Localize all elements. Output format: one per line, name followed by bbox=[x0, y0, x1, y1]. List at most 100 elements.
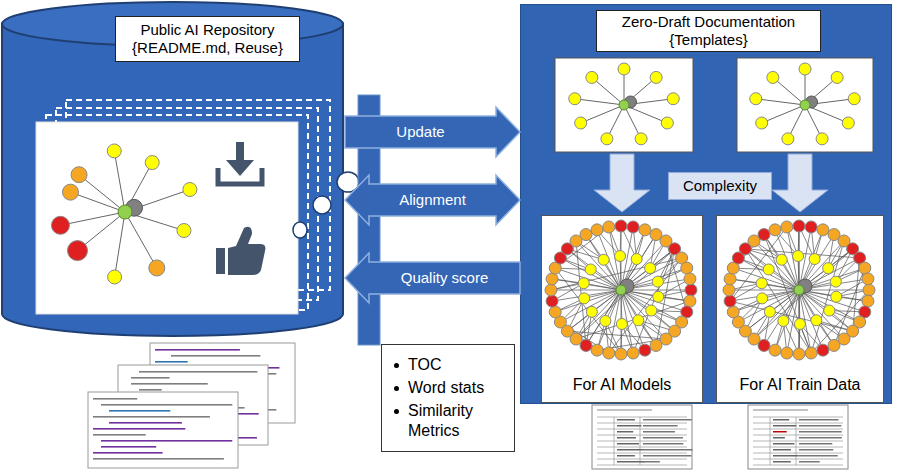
graph-edge bbox=[844, 241, 853, 249]
graph-edge bbox=[609, 227, 621, 290]
template-thumbnail bbox=[592, 405, 692, 469]
table-rule bbox=[753, 423, 843, 424]
graph-edge bbox=[805, 105, 822, 139]
graph-panel bbox=[555, 58, 693, 152]
table-text-line bbox=[773, 431, 787, 433]
graph-node bbox=[764, 306, 775, 317]
graph-edge bbox=[805, 105, 848, 123]
graph-edge bbox=[799, 226, 800, 354]
graph-panel bbox=[737, 58, 873, 152]
graph-node bbox=[793, 220, 805, 232]
graph-node bbox=[724, 273, 736, 285]
graph-node bbox=[650, 229, 662, 241]
graph-node bbox=[842, 117, 854, 129]
graph-node bbox=[586, 71, 598, 83]
table-rule bbox=[597, 429, 687, 430]
graph-edge bbox=[799, 290, 844, 339]
table-lines bbox=[597, 410, 693, 465]
table-text-line bbox=[617, 437, 636, 439]
code-line bbox=[155, 349, 240, 351]
graph-edge bbox=[775, 290, 799, 350]
graph-edge bbox=[754, 290, 799, 339]
edge-label: Quality score bbox=[401, 270, 489, 287]
graph-node bbox=[51, 216, 69, 234]
graph-node bbox=[756, 278, 767, 289]
node-text: Zero-Draft Documentation {Templates} bbox=[596, 10, 821, 52]
code-line bbox=[139, 407, 245, 409]
graph-edge bbox=[730, 283, 762, 301]
graph-node bbox=[177, 224, 191, 238]
graph-edge bbox=[829, 311, 864, 312]
code-line bbox=[131, 377, 170, 379]
graph-node bbox=[769, 224, 781, 236]
graph-edge bbox=[78, 212, 125, 251]
graph-edge bbox=[622, 324, 633, 353]
graph-node bbox=[838, 333, 850, 345]
network-graph bbox=[545, 220, 697, 360]
table-text-line bbox=[799, 443, 832, 445]
graph-node bbox=[823, 263, 834, 274]
graph-node bbox=[782, 133, 794, 145]
table-rule bbox=[597, 459, 687, 460]
graph-edge bbox=[853, 258, 860, 331]
graph-edge bbox=[576, 339, 609, 353]
graph-node bbox=[660, 333, 672, 345]
document-stack bbox=[88, 343, 295, 468]
table-text-line bbox=[773, 443, 794, 445]
graph-edge bbox=[621, 290, 651, 311]
graph-edge bbox=[800, 324, 823, 350]
graph-edge bbox=[586, 235, 656, 346]
graph-edge bbox=[551, 283, 584, 290]
graph-node bbox=[600, 315, 611, 326]
document-page bbox=[150, 343, 295, 423]
graph-edge bbox=[621, 290, 656, 345]
graph-edge bbox=[605, 321, 608, 353]
graph-panel: For AI Train Data bbox=[716, 215, 884, 403]
graph-hub bbox=[798, 279, 812, 293]
graph-edge bbox=[730, 227, 787, 301]
graph-edge bbox=[733, 268, 799, 290]
graph-edge bbox=[754, 249, 853, 339]
graph-edge bbox=[829, 311, 852, 332]
graph-node bbox=[830, 276, 841, 287]
code-line bbox=[171, 385, 230, 387]
graph-edge bbox=[621, 290, 622, 354]
graph-edge bbox=[560, 322, 608, 353]
graph-edge bbox=[609, 290, 621, 353]
graph-node bbox=[107, 144, 121, 158]
graph-node bbox=[570, 235, 582, 247]
table-rule bbox=[597, 447, 687, 448]
graph-node bbox=[676, 252, 688, 264]
graph-edge bbox=[658, 258, 682, 282]
graph-node bbox=[639, 344, 651, 356]
cylinder-body bbox=[2, 24, 343, 336]
document-page bbox=[88, 392, 238, 468]
graph-edge bbox=[836, 279, 868, 297]
graph-edge bbox=[764, 235, 811, 353]
graph-hub bbox=[619, 100, 629, 110]
graph-node bbox=[669, 243, 681, 255]
graph-edge bbox=[745, 249, 781, 260]
table-text-line bbox=[643, 461, 660, 463]
graph-node bbox=[71, 167, 87, 183]
graph-node bbox=[828, 229, 840, 241]
table-text-line bbox=[799, 455, 838, 457]
graph-edge bbox=[799, 227, 811, 290]
graph-edge bbox=[560, 298, 584, 322]
graph-edge bbox=[567, 249, 590, 270]
graph-edge bbox=[658, 268, 687, 282]
connector-bar bbox=[358, 95, 380, 345]
graph-edge bbox=[638, 320, 666, 339]
graph-edge bbox=[853, 249, 869, 290]
graph-edge bbox=[555, 268, 621, 354]
graph-edge bbox=[799, 290, 869, 291]
graph-edge bbox=[836, 268, 865, 282]
graph-edge bbox=[621, 241, 666, 290]
graph-edge bbox=[567, 290, 621, 331]
table-text-line bbox=[773, 419, 789, 421]
graph-edge bbox=[114, 151, 125, 212]
graph-edge bbox=[799, 290, 811, 353]
graph-edge bbox=[658, 290, 691, 297]
graph-hub bbox=[800, 100, 810, 110]
